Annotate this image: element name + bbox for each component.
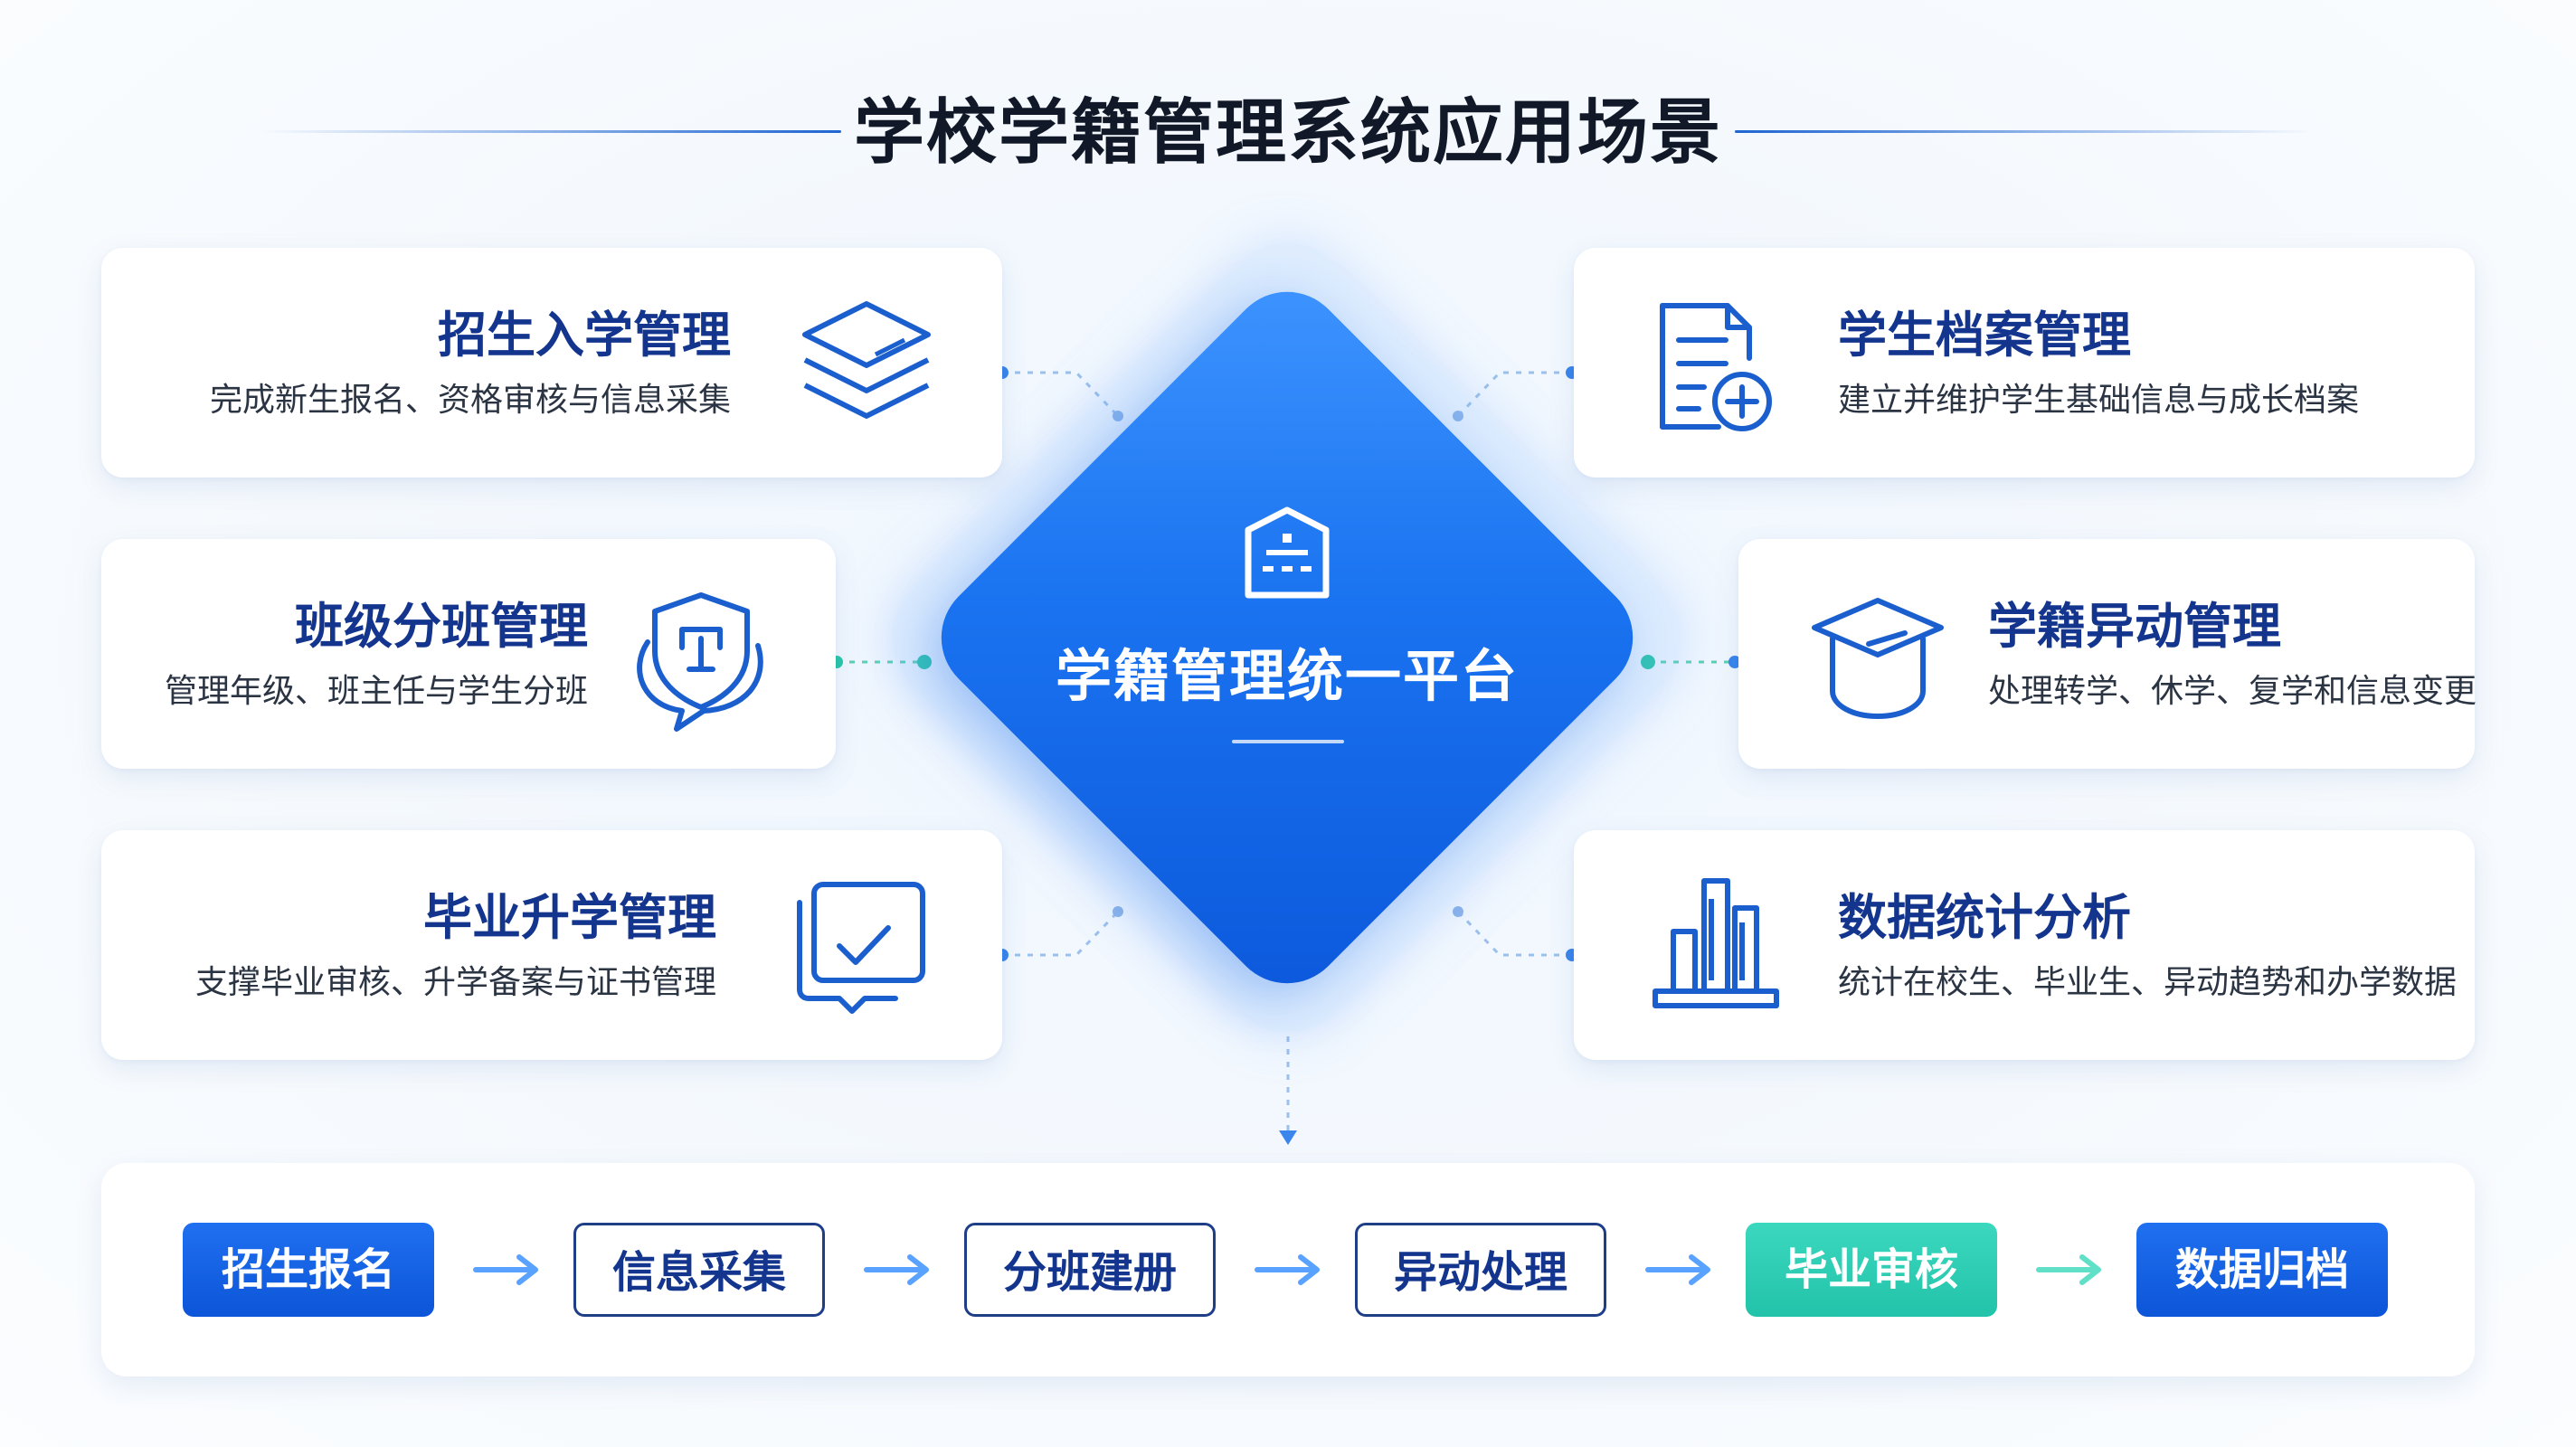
shield-chat-icon — [624, 582, 778, 740]
module-card-enrollment[interactable]: 招生入学管理 完成新生报名、资格审核与信息采集 — [101, 248, 1002, 478]
title-decor-line-right — [1735, 130, 2314, 133]
module-desc: 建立并维护学生基础信息与成长档案 — [1838, 382, 2360, 419]
module-title: 学籍异动管理 — [1988, 598, 2281, 655]
module-card-statistics[interactable]: 数据统计分析 统计在校生、毕业生、异动趋势和办学数据 — [1574, 830, 2475, 1060]
connector-bottom-left — [1002, 910, 1120, 957]
module-desc: 完成新生报名、资格审核与信息采集 — [209, 382, 731, 419]
module-title: 招生入学管理 — [438, 307, 731, 364]
graduation-cap-icon — [1805, 590, 1950, 729]
arrow-right-icon — [1254, 1252, 1324, 1291]
checklist-icon — [787, 875, 932, 1024]
module-desc: 管理年级、班主任与学生分班 — [164, 673, 588, 710]
module-desc: 统计在校生、毕业生、异动趋势和办学数据 — [1838, 964, 2458, 1001]
module-title: 毕业升学管理 — [423, 889, 716, 946]
module-card-graduation[interactable]: 毕业升学管理 支撑毕业审核、升学备案与证书管理 — [101, 830, 1002, 1060]
connector-dot — [1641, 655, 1655, 669]
title-decor-line-left — [262, 130, 841, 133]
module-desc: 处理转学、休学、复学和信息变更 — [1988, 673, 2477, 710]
arrow-right-icon — [472, 1252, 543, 1291]
connector-dot — [1728, 656, 1741, 668]
layers-icon — [796, 297, 937, 441]
connector-dot — [1453, 411, 1463, 421]
connector-top-left — [1002, 371, 1120, 418]
arrow-right-icon — [863, 1252, 933, 1291]
connector-bottom-right — [1456, 910, 1572, 957]
module-title: 班级分班管理 — [295, 598, 588, 655]
workflow-step-class[interactable]: 分班建册 — [964, 1223, 1216, 1317]
bar-chart-icon — [1648, 872, 1784, 1020]
connector-dot — [1453, 906, 1463, 917]
module-card-status-change[interactable]: 学籍异动管理 处理转学、休学、复学和信息变更 — [1738, 539, 2477, 769]
connector-dot — [1113, 906, 1123, 917]
document-add-icon — [1653, 300, 1780, 440]
workflow-step-collect[interactable]: 信息采集 — [573, 1223, 825, 1317]
connector-dot — [917, 655, 932, 669]
workflow-step-change[interactable]: 异动处理 — [1355, 1223, 1606, 1317]
module-card-archive[interactable]: 学生档案管理 建立并维护学生基础信息与成长档案 — [1574, 248, 2475, 478]
connector-arrow-head — [1279, 1130, 1297, 1145]
workflow-step-graduation[interactable]: 毕业审核 — [1746, 1223, 1997, 1317]
school-building-icon — [1241, 505, 1333, 602]
arrow-right-icon — [2035, 1252, 2106, 1291]
arrow-right-icon — [1644, 1252, 1715, 1291]
workflow-step-enroll[interactable]: 招生报名 — [183, 1223, 434, 1317]
center-divider — [1232, 740, 1344, 743]
module-title: 学生档案管理 — [1838, 307, 2131, 364]
module-title: 数据统计分析 — [1838, 889, 2131, 946]
module-desc: 支撑毕业审核、升学备案与证书管理 — [194, 964, 716, 1001]
page-title: 学校学籍管理系统应用场景 — [853, 92, 1722, 174]
workflow-step-archive[interactable]: 数据归档 — [2136, 1223, 2388, 1317]
center-platform-title: 学籍管理统一平台 — [1055, 643, 1519, 709]
connector-dot — [1113, 411, 1123, 421]
module-card-class[interactable]: 班级分班管理 管理年级、班主任与学生分班 — [101, 539, 836, 769]
